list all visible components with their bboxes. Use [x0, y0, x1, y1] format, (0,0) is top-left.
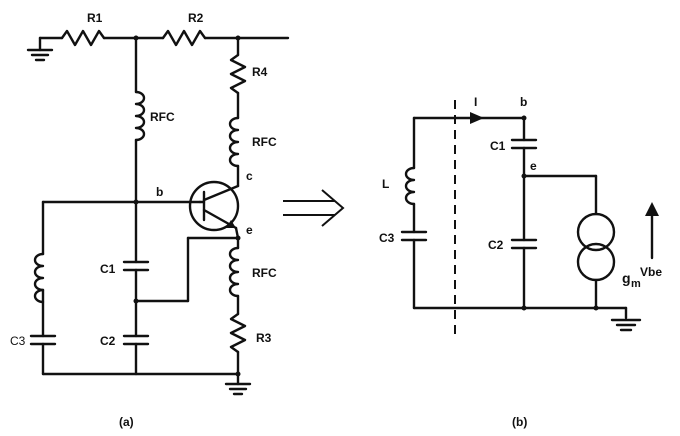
circuit-b: I b C1 e L C3 C2 g m Vbe (b) [379, 95, 662, 429]
current-source [576, 212, 616, 282]
transform-arrow [283, 189, 345, 227]
svg-text:Vbe: Vbe [640, 265, 662, 279]
label-c3: C3 [10, 334, 26, 348]
label-rfc-top: RFC [150, 110, 175, 124]
inductor-l-b [404, 166, 416, 206]
current-arrow [470, 112, 484, 124]
ground-symbol-top-left [26, 36, 54, 62]
rfc-collector-inductor [228, 116, 240, 168]
caption-a: (a) [119, 415, 134, 429]
inductor-left-a [33, 252, 45, 304]
ground-symbol-b [610, 318, 642, 332]
label-r2: R2 [188, 11, 204, 25]
label-current: I [474, 95, 477, 109]
resistor-r2 [161, 29, 207, 47]
junction-dot [521, 305, 527, 311]
junction-dot [593, 305, 599, 311]
label-c1-b: C1 [490, 139, 506, 153]
transistor [188, 180, 240, 232]
rfc-emitter-inductor [228, 246, 240, 298]
circuit-a: R1 R2 R4 RFC RFC c b e RFC R3 C1 C2 C3 (… [10, 11, 290, 429]
emitter-arrow [226, 220, 236, 228]
label-base: b [156, 185, 163, 199]
label-c3-b: C3 [379, 231, 395, 245]
resistor-r3 [229, 312, 247, 354]
label-node-e: e [530, 159, 537, 173]
caption-b: (b) [512, 415, 527, 429]
resistor-r4 [229, 53, 247, 95]
rfc-base-inductor [134, 90, 146, 142]
gm-direction-arrow [645, 202, 659, 260]
label-r4: R4 [252, 65, 268, 79]
label-rfc-collector: RFC [252, 135, 277, 149]
resistor-r1 [60, 29, 106, 47]
label-r3: R3 [256, 331, 272, 345]
label-r1: R1 [87, 11, 103, 25]
label-gm-vbe: g m Vbe [622, 265, 662, 290]
svg-text:m: m [631, 278, 641, 290]
label-collector: c [246, 169, 253, 183]
ground-symbol-bottom [224, 382, 252, 396]
label-c2-b: C2 [488, 238, 504, 252]
label-emitter: e [246, 223, 253, 237]
label-c2: C2 [100, 334, 116, 348]
label-inductor-l: L [382, 177, 389, 191]
label-c1: C1 [100, 262, 116, 276]
label-rfc-emitter: RFC [252, 266, 277, 280]
label-node-b: b [520, 95, 527, 109]
svg-text:g: g [622, 270, 631, 286]
